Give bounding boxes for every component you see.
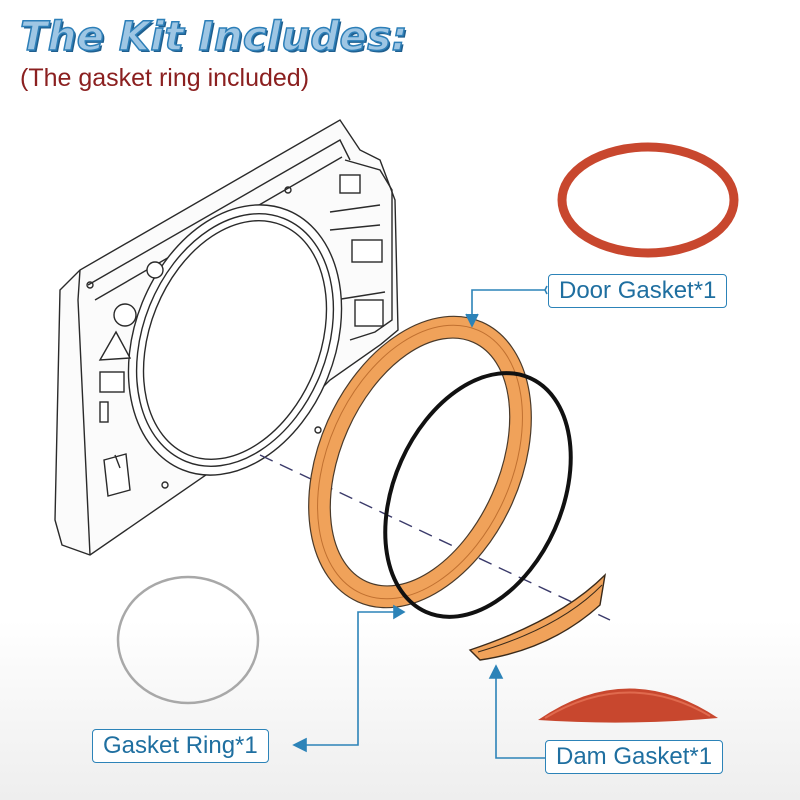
gasket-ring-label: Gasket Ring*1 <box>92 729 269 763</box>
door-gasket-illustration <box>308 315 532 609</box>
dam-gasket-illustration <box>468 572 607 661</box>
dam-gasket-label: Dam Gasket*1 <box>545 740 724 774</box>
door-gasket-photo <box>557 142 739 258</box>
door-gasket-label: Door Gasket*1 <box>548 274 728 308</box>
leader-lines <box>292 285 548 759</box>
dam-gasket-photo <box>538 688 718 723</box>
gasket-ring-photo <box>116 575 260 705</box>
gasket-ring-illustration <box>383 371 573 619</box>
page-subtitle: (The gasket ring included) <box>20 64 310 92</box>
door-assembly-illustration <box>54 119 399 556</box>
page-title: The Kit Includes: <box>19 13 408 61</box>
